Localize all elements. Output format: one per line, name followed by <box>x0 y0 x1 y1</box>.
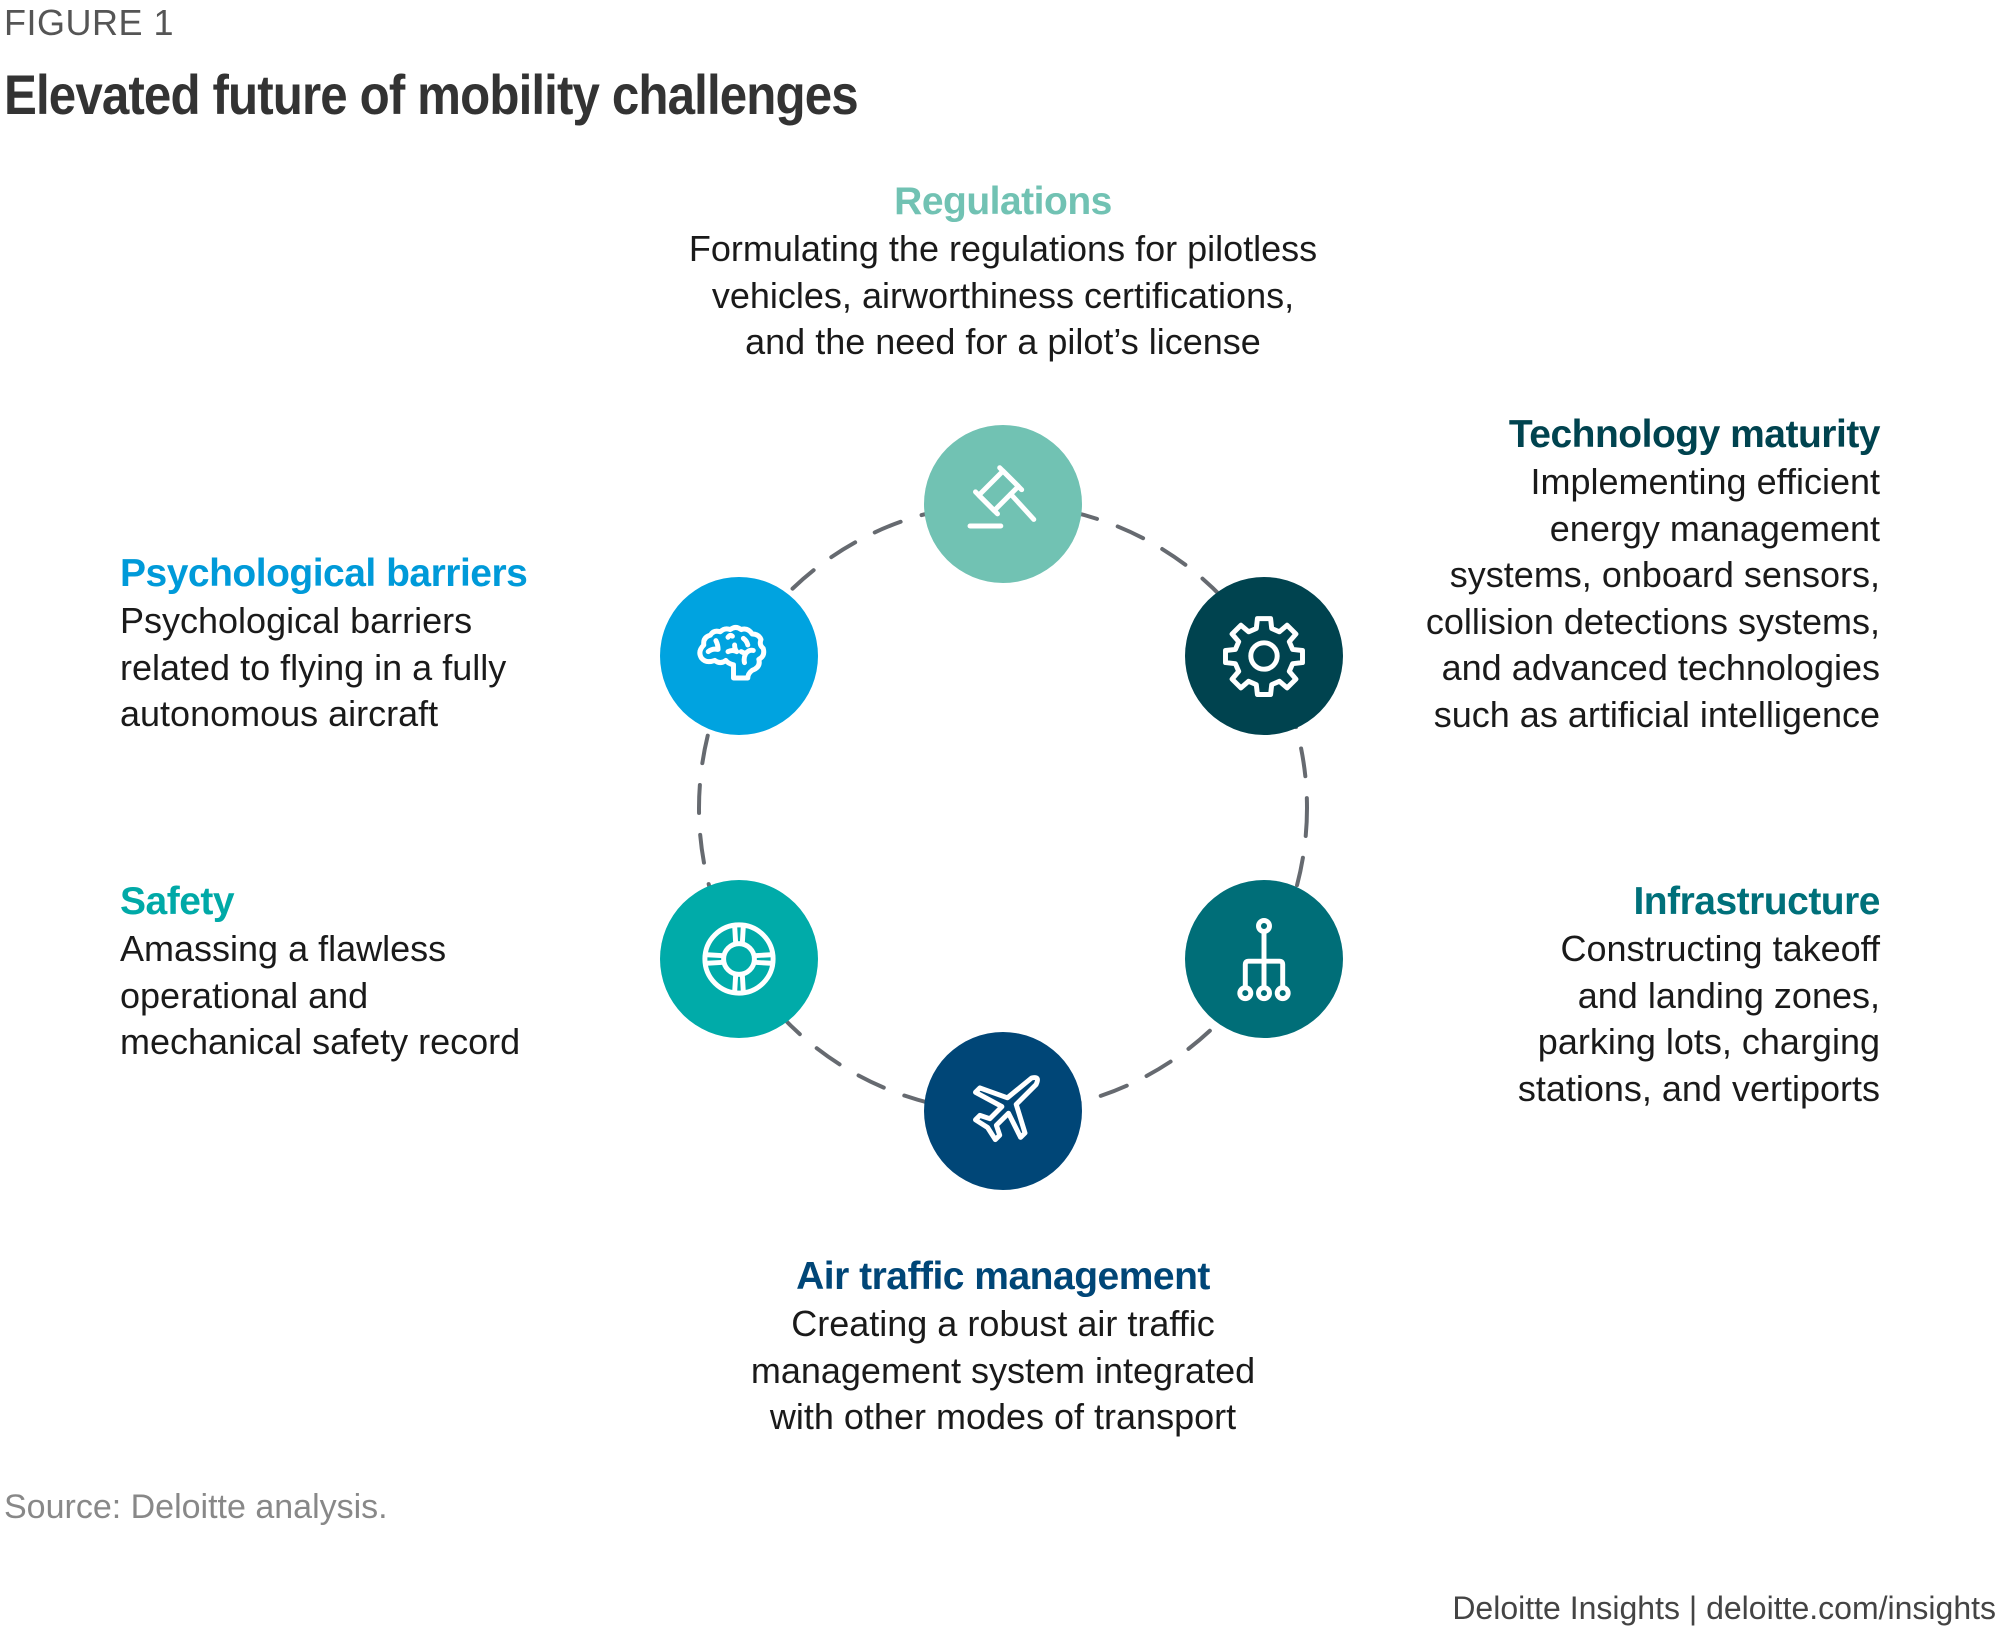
air-traffic-text: Air traffic management Creating a robust… <box>653 1253 1353 1441</box>
technology-line: Implementing efficient <box>1530 461 1880 502</box>
technology-heading: Technology maturity <box>1508 413 1881 456</box>
gear-icon <box>1223 616 1305 697</box>
infrastructure-line: and landing zones, <box>1577 974 1880 1016</box>
regulations-line: vehicles, airworthiness certifications, <box>711 274 1295 316</box>
technology-line: and advanced technologies <box>1441 647 1880 688</box>
technology-line: systems, onboard sensors, <box>1449 554 1880 595</box>
air-traffic-line: Creating a robust air traffic <box>791 1303 1215 1344</box>
infrastructure-line: stations, and vertiports <box>1517 1067 1880 1109</box>
safety-text: Safety Amassing a flawless operational a… <box>120 878 620 1066</box>
safety-line: Amassing a flawless <box>120 928 447 969</box>
psychological-line: Psychological barriers <box>120 600 473 641</box>
infrastructure-line: Constructing takeoff <box>1560 928 1880 969</box>
technology-text: Technology maturity Implementing efficie… <box>1280 411 1881 738</box>
infrastructure-text: Infrastructure Constructing takeoff and … <box>1380 878 1881 1112</box>
psychological-node <box>660 577 818 735</box>
air-traffic-node <box>924 1032 1082 1190</box>
air-traffic-line: management system integrated <box>750 1349 1256 1391</box>
psychological-heading: Psychological barriers <box>120 552 528 595</box>
regulations-heading: Regulations <box>894 180 1112 223</box>
regulations-line: Formulating the regulations for pilotles… <box>688 228 1318 269</box>
infrastructure-node <box>1185 880 1343 1038</box>
safety-line: operational and <box>120 974 369 1016</box>
safety-node <box>660 880 818 1038</box>
psychological-text: Psychological barriers Psychological bar… <box>120 550 620 738</box>
brain-icon <box>697 624 767 681</box>
infrastructure-line: parking lots, charging <box>1537 1021 1880 1062</box>
regulations-text: Regulations Formulating the regulations … <box>553 178 1453 366</box>
technology-node <box>1185 577 1343 735</box>
safety-line: mechanical safety record <box>120 1021 521 1062</box>
infrastructure-heading: Infrastructure <box>1633 880 1880 923</box>
regulations-line: and the need for a pilot’s license <box>745 321 1261 362</box>
source-note: Source: Deloitte analysis. <box>4 1488 388 1526</box>
lifebuoy-icon <box>702 922 776 996</box>
technology-line: such as artificial intelligence <box>1433 693 1880 735</box>
gavel-icon <box>967 465 1037 529</box>
regulations-node <box>924 425 1082 583</box>
figure-title: Elevated future of mobility challenges <box>4 63 859 126</box>
psychological-line: related to flying in a fully <box>120 646 507 688</box>
footer-credit: Deloitte Insights | deloitte.com/insight… <box>1452 1590 1996 1626</box>
network-icon <box>1237 918 1291 1002</box>
air-traffic-heading: Air traffic management <box>796 1255 1210 1298</box>
air-traffic-line: with other modes of transport <box>769 1396 1237 1437</box>
figure-label: FIGURE 1 <box>4 2 175 43</box>
technology-line: energy management <box>1549 507 1880 549</box>
safety-heading: Safety <box>120 880 235 923</box>
technology-line: collision detections systems, <box>1425 600 1880 642</box>
airplane-icon <box>973 1075 1040 1143</box>
psychological-line: autonomous aircraft <box>120 693 439 734</box>
